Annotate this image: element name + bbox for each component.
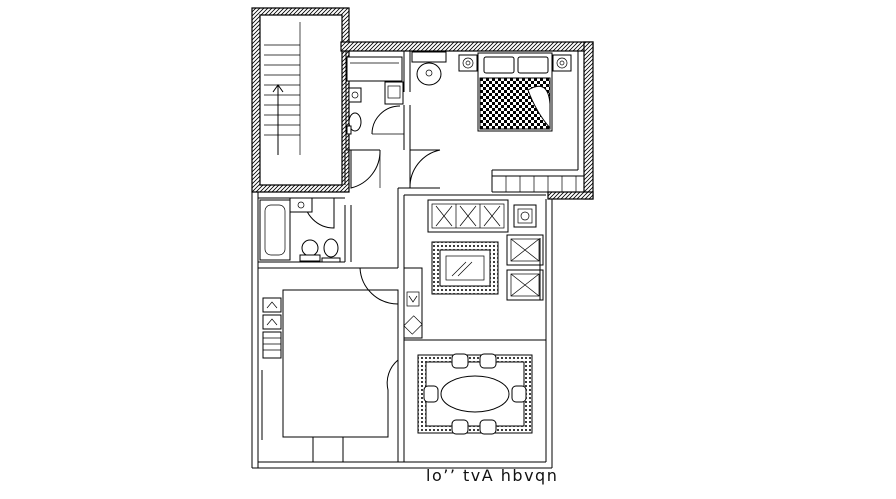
- bedroom-window: [505, 176, 577, 192]
- upper-bathroom-fixtures: [346, 51, 447, 135]
- bedroom-furniture: [458, 52, 572, 132]
- kitchen-appliances: [257, 297, 282, 440]
- living-room-furniture: [403, 199, 546, 341]
- staircase: [264, 22, 301, 155]
- exterior-walls: [251, 7, 594, 200]
- dining-furniture: [417, 353, 533, 435]
- lower-bathroom-fixtures: [259, 197, 341, 263]
- plan-caption: lo’’ tvA hbvqn: [426, 466, 559, 485]
